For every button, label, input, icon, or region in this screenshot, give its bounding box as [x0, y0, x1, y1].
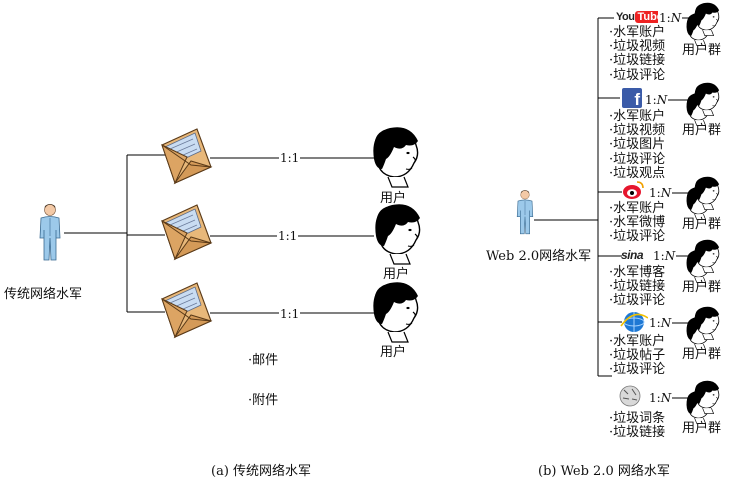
list-item: ·水军账户 [609, 334, 666, 349]
list-item: ·垃圾评论 [609, 151, 666, 167]
list-item: ·垃圾视频 [609, 39, 666, 55]
ratio-label: 1:N [652, 249, 677, 263]
user-head-icon [372, 126, 419, 188]
panel-b [516, 3, 720, 424]
list-item: ·水军账户 [609, 201, 666, 216]
weibo-icon [623, 181, 644, 199]
list-item: ·水军账户 [609, 109, 666, 124]
list-item: ·垃圾链接 [609, 279, 666, 295]
ratio-label: 1:1 [277, 229, 299, 243]
list-item: ·垃圾评论 [609, 293, 666, 309]
sina-icon: sina [621, 248, 644, 262]
list-item: ·垃圾视频 [609, 123, 666, 139]
web2-spammer-figure [516, 189, 534, 235]
user-label: 用户 [380, 191, 407, 206]
ratio-label: 1:N [648, 391, 673, 405]
list-item: ·垃圾观点 [609, 165, 666, 181]
list-item: ·水军微博 [609, 215, 666, 231]
platform-item-list: ·垃圾词条 ·垃圾链接 [609, 411, 666, 441]
user-group-label: 用户群 [682, 347, 722, 362]
list-item: ·水军账户 [609, 25, 666, 40]
user-group-label: 用户群 [682, 123, 722, 138]
platform-item-list: ·水军账户 ·垃圾帖子 ·垃圾评论 [609, 334, 666, 378]
traditional-spammer-figure [39, 203, 61, 261]
legend-attachment: ·附件 [248, 393, 279, 408]
user-head-icon [372, 281, 419, 343]
web2-spammer-label: Web 2.0网络水军 [486, 249, 592, 264]
user-group-label: 用户群 [682, 217, 722, 232]
ie-icon [620, 312, 649, 332]
list-item: ·垃圾评论 [609, 362, 666, 378]
list-item: ·垃圾帖子 [609, 348, 666, 364]
list-item: ·垃圾链接 [609, 53, 666, 69]
ratio-label: 1:1 [279, 307, 301, 321]
panel-a [39, 126, 421, 343]
traditional-spammer-label: 传统网络水军 [4, 287, 83, 302]
user-head-icon [374, 203, 421, 265]
envelope-icon [161, 282, 212, 338]
caption-b: (b) Web 2.0 网络水军 [538, 464, 670, 479]
user-group-icon [687, 83, 720, 126]
ratio-label: 1:1 [279, 151, 301, 165]
user-label: 用户 [380, 345, 407, 360]
ratio-label: 1:N [658, 11, 683, 25]
wikipedia-icon [619, 385, 641, 407]
user-group-icon [687, 240, 720, 283]
platform-item-list: ·水军博客 ·垃圾链接 ·垃圾评论 [609, 265, 666, 309]
caption-a: (a) 传统网络水军 [211, 464, 312, 479]
list-item: ·垃圾评论 [609, 229, 666, 245]
user-group-icon [687, 307, 720, 350]
list-item: ·垃圾链接 [609, 425, 666, 441]
user-group-icon [687, 381, 720, 424]
user-group-icon [687, 177, 720, 220]
envelope-icon [161, 204, 212, 260]
user-group-label: 用户群 [682, 280, 722, 295]
ratio-label: 1:N [648, 316, 673, 330]
ratio-label: 1:N [644, 93, 669, 107]
envelope-icon [161, 128, 212, 184]
facebook-icon: f [622, 88, 642, 109]
platform-item-list: ·水军账户 ·垃圾视频 ·垃圾链接 ·垃圾评论 [609, 25, 666, 83]
platform-item-list: ·水军账户 ·水军微博 ·垃圾评论 [609, 201, 666, 245]
list-item: ·水军博客 [609, 265, 666, 280]
legend-mail: ·邮件 [248, 353, 279, 368]
user-group-icon [687, 3, 720, 46]
user-group-label: 用户群 [682, 43, 722, 58]
platform-item-list: ·水军账户 ·垃圾视频 ·垃圾图片 ·垃圾评论 ·垃圾观点 [609, 109, 666, 181]
list-item: ·垃圾评论 [609, 67, 666, 83]
ratio-label: 1:N [648, 186, 673, 200]
user-label: 用户 [383, 267, 410, 282]
list-item: ·垃圾图片 [609, 137, 666, 153]
list-item: ·垃圾词条 [609, 411, 666, 426]
user-group-label: 用户群 [682, 421, 722, 436]
